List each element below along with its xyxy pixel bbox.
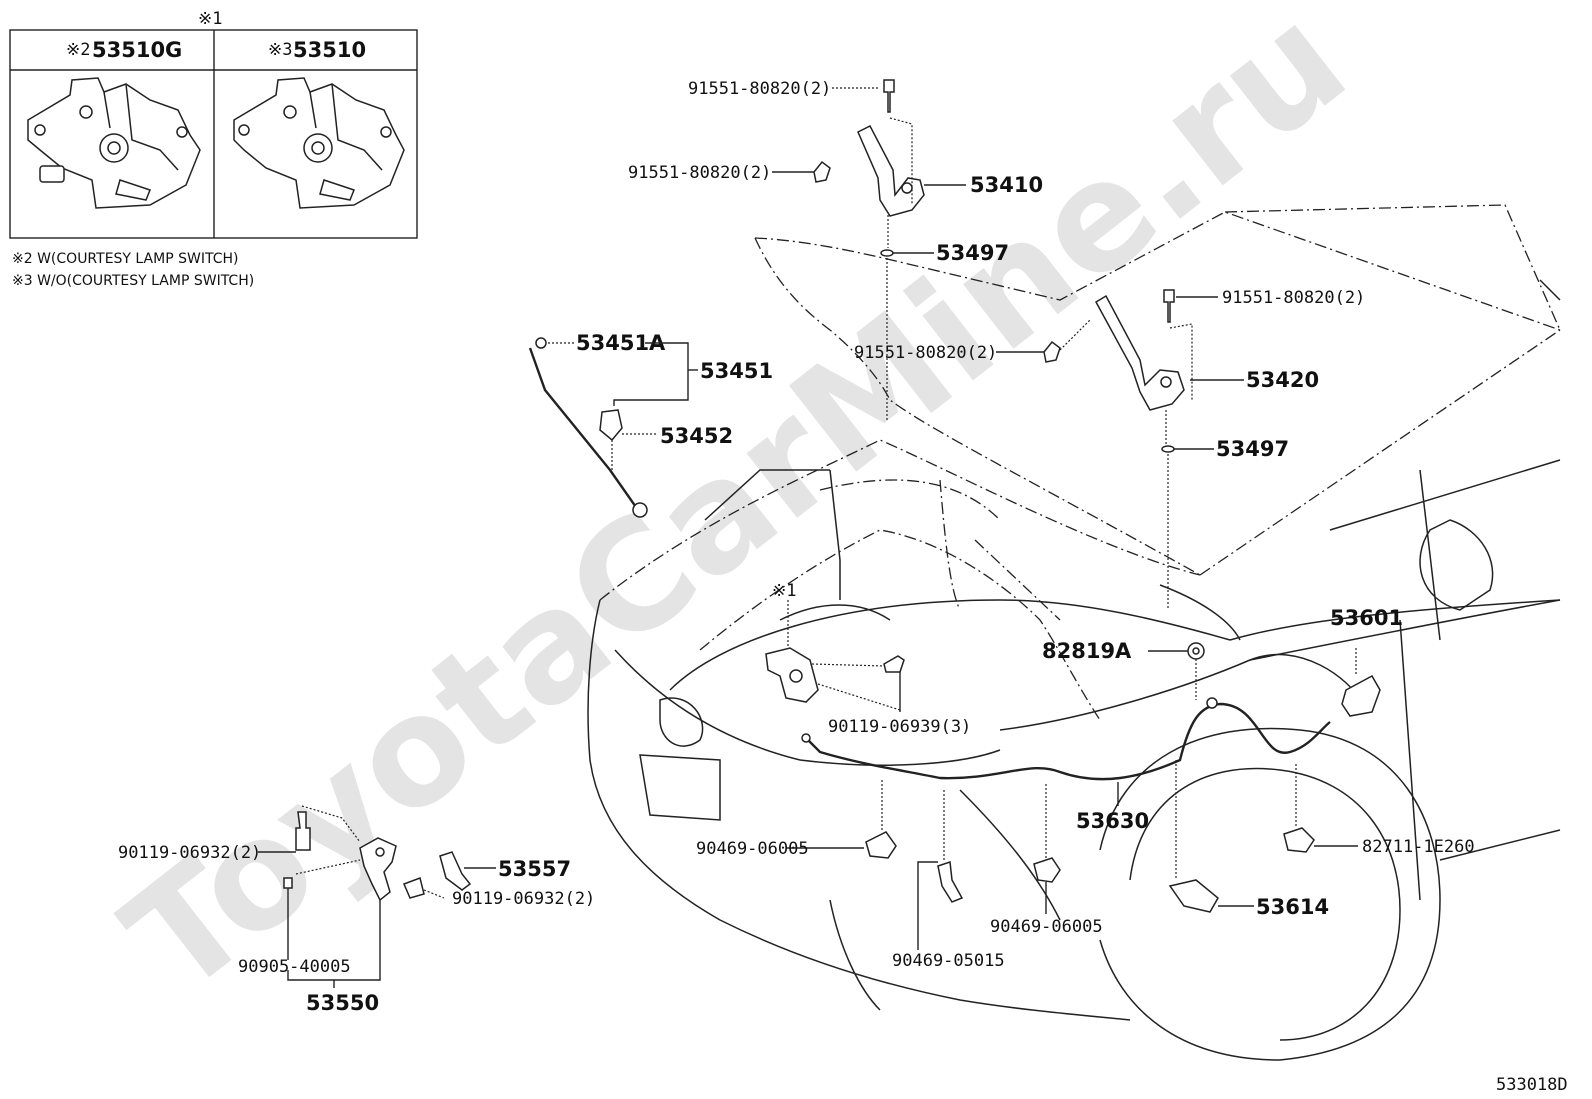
hook-plug [283,877,293,889]
label-53497-a: 53497 [936,241,1009,265]
note-courtesy-lamp-switch: ※2 W(COURTESY LAMP SWITCH) [12,251,238,267]
hinge-bolt-side-right [1043,340,1061,363]
hook-spring [439,851,472,891]
label-53410: 53410 [970,173,1043,197]
label-lock-marker: ※1 [772,581,796,601]
hinge-bolt-top-right [1163,289,1175,323]
label-53614: 53614 [1256,895,1329,919]
cable-clamps [865,760,1315,913]
hinge-cushion-left [880,249,894,257]
hood-release-lever [1341,674,1381,717]
label-90119-06939: 90119-06939(3) [828,717,971,737]
hook-bolt [295,811,311,851]
label-90119-06932-b: 90119-06932(2) [452,889,595,909]
inset-col1-marker: ※2 [66,40,90,60]
hinge-bolt-top-left [883,79,895,113]
hood-release-cable [801,648,1381,806]
label-91551-d: 91551-80820(2) [854,343,997,363]
label-53497-b: 53497 [1216,437,1289,461]
label-90469-06005-b: 90469-06005 [990,917,1103,937]
car-body-outline [587,204,1561,1061]
label-90905-40005: 90905-40005 [238,957,351,977]
inset-marker: ※1 [198,9,222,29]
release-cable-bracket [1168,879,1219,913]
hood-support-rod [528,337,658,518]
label-91551-c: 91551-80820(2) [1222,288,1365,308]
hood-safety-hook-assembly [283,805,472,988]
label-82819A: 82819A [1042,639,1132,663]
label-53452: 53452 [660,424,733,448]
rod-end-clip [632,502,648,518]
label-91551-a: 91551-80820(2) [688,79,831,99]
inset-col2-part: 53510 [293,38,366,62]
hinge-cushion-right [1161,445,1175,453]
rod-grommet [535,337,547,349]
hook-side-bolt [403,877,425,899]
lock-bolt [883,655,905,673]
label-82711-1E260: 82711-1E260 [1362,837,1475,857]
label-53601: 53601 [1330,606,1403,630]
inset-table: ※1 ※2 53510G ※3 53510 [9,9,418,239]
inset-col1-part: 53510G [92,38,182,62]
rod-holder [599,409,623,442]
label-53630: 53630 [1076,809,1149,833]
hood-hinge-right [1043,289,1193,610]
label-53557: 53557 [498,857,571,881]
note-without-courtesy-lamp-switch: ※3 W/O(COURTESY LAMP SWITCH) [12,273,254,289]
diagram-id: 533018D [1496,1075,1568,1095]
label-53451: 53451 [700,359,773,383]
hood-lock-assembly: ※1 [765,581,905,712]
label-53550: 53550 [306,991,379,1015]
hood-lock-with-switch-drawing [27,77,201,209]
hinge-bolt-side-left [813,160,831,183]
label-90469-06005-a: 90469-06005 [696,839,809,859]
label-90469-05015: 90469-05015 [892,951,1005,971]
label-53420: 53420 [1246,368,1319,392]
inset-col2-marker: ※3 [268,40,292,60]
label-91551-b: 91551-80820(2) [628,163,771,183]
hood-hinge-left [813,79,925,420]
label-90119-06932-a: 90119-06932(2) [118,843,261,863]
hood-lock-without-switch-drawing [233,77,405,209]
